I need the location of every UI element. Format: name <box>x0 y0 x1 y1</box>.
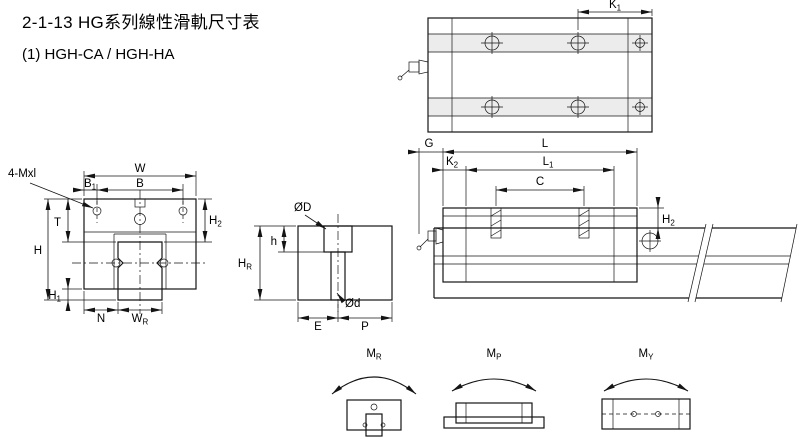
dim-label-t: T <box>54 217 61 229</box>
page-title: 2-1-13 HG系列線性滑軌尺寸表 <box>22 13 260 32</box>
dim-label-b1: B1 <box>84 178 97 192</box>
dim-label-l: L <box>542 138 549 150</box>
dim-label-h1: H1 <box>48 290 61 304</box>
mounting-hole-symbols <box>481 32 648 118</box>
moment-mr-diagram: MR <box>331 348 417 437</box>
dim-label-k1: K1 <box>609 0 622 13</box>
rotation-arrow-icon <box>331 376 417 395</box>
dim-label-od-counterbore: ØD <box>294 202 311 214</box>
dim-label-h-counterbore-depth: h <box>271 236 277 248</box>
rail-side-view <box>433 223 800 303</box>
grease-nipple-icon <box>416 227 444 251</box>
moment-my-diagram: MY <box>601 348 691 430</box>
dim-label-c: C <box>536 176 544 188</box>
dim-label-od-bolt: Ød <box>345 298 360 310</box>
moment-diagrams: MR MP MY <box>331 348 691 437</box>
dim-label-h: H <box>34 245 42 257</box>
dim-label-h2-front: H2 <box>209 215 222 229</box>
rotation-arrow-icon <box>451 378 537 392</box>
rail-cross-profile <box>117 241 163 301</box>
dim-label-b: B <box>136 178 144 190</box>
dim-label-k2: K2 <box>446 156 459 170</box>
grease-nipple-icon <box>397 59 429 81</box>
moment-label-mp: MP <box>487 348 502 362</box>
block-side-view <box>416 207 638 283</box>
side-view-drawing: G L K2 L1 C H2 <box>408 138 800 303</box>
moment-label-mr: MR <box>366 348 382 362</box>
moment-label-my: MY <box>639 348 655 362</box>
front-view-drawing: W B B1 4-Mxl T H H1 H2 N WR <box>8 163 222 327</box>
dim-label-e: E <box>314 321 322 333</box>
moment-mp-diagram: MP <box>443 348 545 429</box>
dim-label-wr: WR <box>132 313 149 327</box>
dim-label-h2-side: H2 <box>662 214 675 228</box>
dim-label-w: W <box>135 163 146 175</box>
dim-label-n: N <box>97 313 105 325</box>
rail-cross-section-drawing: ØD h HR Ød E P <box>238 202 393 333</box>
dim-label-hr: HR <box>238 258 252 272</box>
top-view-drawing: K1 <box>397 0 653 133</box>
page-subtitle: (1) HGH-CA / HGH-HA <box>22 46 175 63</box>
rotation-arrow-icon <box>603 378 689 392</box>
bolt-hole <box>330 251 346 301</box>
dim-label-l1: L1 <box>543 156 554 170</box>
dim-label-g: G <box>425 138 434 150</box>
dim-label-4mxl: 4-Mxl <box>8 168 36 180</box>
dim-label-p: P <box>361 321 369 333</box>
